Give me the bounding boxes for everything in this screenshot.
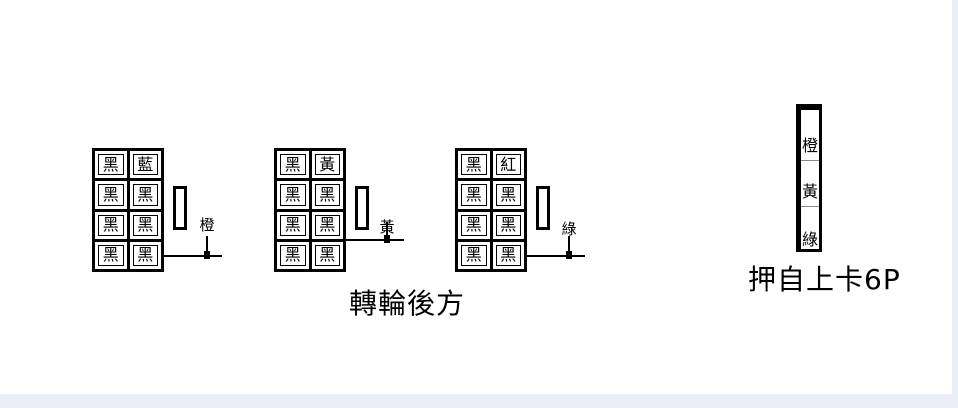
strip-label: 黃 bbox=[801, 182, 818, 201]
wire-lead bbox=[206, 236, 208, 256]
connector-latch bbox=[173, 186, 187, 230]
caption-side-connector: 押自上卡6P bbox=[748, 263, 901, 296]
strip-label: 綠 bbox=[801, 230, 818, 249]
connector-pin: 黑 bbox=[458, 181, 490, 209]
wire-label-orange: 橙 bbox=[199, 216, 215, 234]
connector-pin: 黑 bbox=[95, 151, 127, 179]
connector-pin: 黑 bbox=[277, 241, 309, 269]
strip-separator bbox=[801, 206, 819, 207]
connector-pin: 黑 bbox=[95, 241, 127, 269]
connector-orange: 黑 藍 黑 黑 黑 黑 黑 黑 bbox=[92, 148, 164, 272]
wire-node bbox=[384, 235, 390, 243]
wire-label-green: 綠 bbox=[561, 220, 577, 238]
wire-line bbox=[344, 239, 404, 241]
connector-pin: 黑 bbox=[311, 211, 343, 239]
strip-separator bbox=[801, 160, 819, 161]
connector-pin: 紅 bbox=[492, 151, 524, 179]
connector-pin: 黑 bbox=[492, 241, 524, 269]
caption-rear-of-wheel: 轉輪後方 bbox=[349, 287, 466, 320]
wire-node bbox=[566, 251, 572, 259]
connector-pin: 黑 bbox=[311, 181, 343, 209]
connector-latch bbox=[355, 186, 369, 230]
connector-pin: 黑 bbox=[492, 211, 524, 239]
wire-lead bbox=[386, 222, 388, 240]
connector-pin: 黑 bbox=[277, 151, 309, 179]
connector-pin: 黑 bbox=[458, 151, 490, 179]
wire-line bbox=[162, 255, 222, 257]
side-connector-strip: 橙 黃 綠 bbox=[796, 104, 822, 252]
connector-green: 黑 紅 黑 黑 黑 黑 黑 黑 bbox=[455, 148, 527, 272]
connector-pin: 黑 bbox=[95, 211, 127, 239]
connector-pin: 黑 bbox=[129, 241, 161, 269]
connector-pin: 黑 bbox=[492, 181, 524, 209]
connector-pin: 黑 bbox=[129, 211, 161, 239]
connector-pin: 黑 bbox=[277, 181, 309, 209]
strip-label: 橙 bbox=[801, 136, 818, 155]
connector-pin: 黃 bbox=[311, 151, 343, 179]
wire-lead bbox=[568, 236, 570, 256]
connector-pin: 黑 bbox=[311, 241, 343, 269]
wire-label-yellow: 黃 bbox=[379, 218, 395, 236]
wire-line bbox=[525, 255, 585, 257]
page-frame-right bbox=[952, 0, 958, 408]
connector-pin: 黑 bbox=[95, 181, 127, 209]
connector-pin: 藍 bbox=[129, 151, 161, 179]
connector-pin: 黑 bbox=[458, 211, 490, 239]
connector-pin: 黑 bbox=[277, 211, 309, 239]
wire-node bbox=[204, 251, 210, 259]
connector-yellow: 黑 黃 黑 黑 黑 黑 黑 黑 bbox=[274, 148, 346, 272]
page-frame-bottom bbox=[0, 394, 958, 408]
connector-pin: 黑 bbox=[458, 241, 490, 269]
connector-latch bbox=[536, 186, 550, 230]
connector-pin: 黑 bbox=[129, 181, 161, 209]
